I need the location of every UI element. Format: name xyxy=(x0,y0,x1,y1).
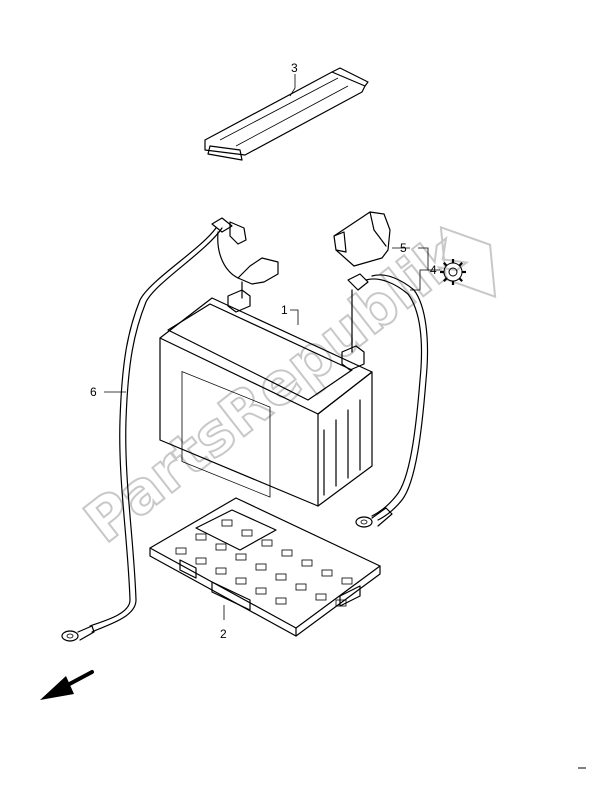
watermark-gear-icon xyxy=(439,225,497,299)
callout-4: 4 xyxy=(430,263,437,277)
part-strap[interactable] xyxy=(204,67,369,161)
callout-2: 2 xyxy=(220,627,227,641)
part-terminal-cover[interactable] xyxy=(333,211,391,267)
part-negative-cable[interactable] xyxy=(61,217,279,642)
watermark-text: PartsRepublik xyxy=(72,220,476,556)
watermark: PartsRepublik xyxy=(71,219,477,557)
part-positive-cable[interactable] xyxy=(347,273,429,528)
arrow-icon xyxy=(40,670,94,700)
gear-icon xyxy=(440,259,466,285)
callout-leaders xyxy=(104,74,440,620)
callout-3: 3 xyxy=(291,61,298,75)
callout-1: 1 xyxy=(281,303,288,317)
part-battery[interactable] xyxy=(159,289,373,507)
callout-6: 6 xyxy=(90,385,97,399)
callout-5: 5 xyxy=(400,241,407,255)
part-tray[interactable] xyxy=(149,497,381,637)
